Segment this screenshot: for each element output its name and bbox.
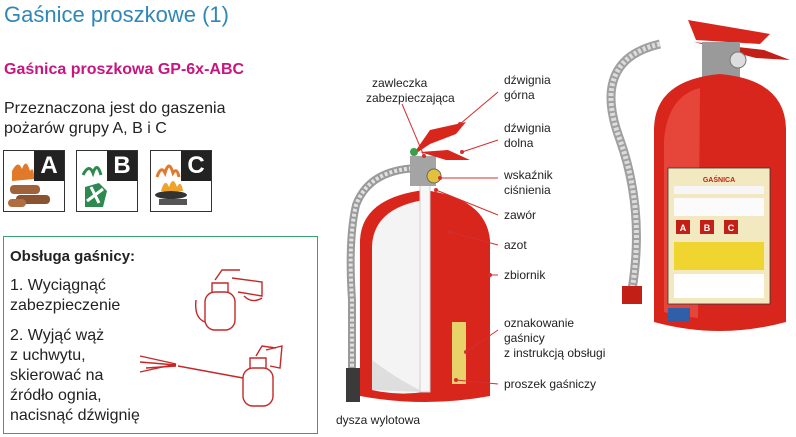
- page-title: Gaśnice proszkowe (1): [4, 2, 229, 27]
- label-line: wskaźnik: [504, 168, 553, 182]
- pull-pin-sketch-icon: [195, 269, 263, 331]
- operation-step-1: 1. Wyciągnąć zabezpieczenie: [10, 276, 190, 316]
- nozzle-part: [346, 368, 360, 402]
- pointer-dots: [422, 122, 492, 382]
- label-line: dolna: [504, 136, 534, 150]
- step-2-line: 2. Wyjąć wąż: [10, 327, 105, 344]
- step-2-line: źródło ognia,: [10, 387, 102, 404]
- label-powder: proszek gaśniczy: [504, 377, 597, 391]
- step-2-line: skierować na: [10, 367, 104, 384]
- photo-label-class-c: C: [728, 223, 735, 233]
- fire-class-c-letter: C: [181, 151, 211, 181]
- label-line: dźwignia: [504, 73, 551, 87]
- operation-title: Obsługa gaśnicy:: [10, 248, 136, 265]
- step-2-line: nacisnąć dźwignię: [10, 407, 140, 424]
- step-1-line: zabezpieczenie: [10, 297, 121, 314]
- photo-label-class-b: B: [704, 223, 711, 233]
- label-line: zawleczka: [372, 76, 428, 90]
- label-nitrogen: azot: [504, 238, 527, 252]
- label-line: ciśnienia: [504, 183, 551, 197]
- operation-box: [3, 236, 318, 434]
- photo-badge-icon: [668, 308, 690, 322]
- label-safety-pin: zawleczka zabezpieczająca: [366, 76, 455, 106]
- purpose-line-1: Przeznaczona jest do gaszenia: [4, 100, 226, 117]
- photo-label-title: GAŚNICA: [703, 175, 735, 184]
- burning-gas-icon: [155, 164, 187, 205]
- label-tank: zbiornik: [504, 268, 546, 282]
- fire-class-b-letter: B: [107, 151, 137, 181]
- photo-product-label: GAŚNICA A B C: [667, 167, 771, 305]
- burning-wood-icon: [8, 163, 50, 207]
- fire-class-a-letter: A: [34, 151, 64, 181]
- label-valve: zawór: [504, 208, 537, 222]
- fire-class-c: C: [150, 150, 212, 212]
- operation-step-2: 2. Wyjąć wąż z uchwytu, skierować na źró…: [10, 326, 190, 426]
- valve-head: [410, 122, 470, 186]
- label-nozzle: dysza wylotowa: [336, 413, 421, 427]
- purpose-text: Przeznaczona jest do gaszenia pożarów gr…: [4, 99, 244, 139]
- product-title: Gaśnica proszkowa GP-6x-ABC: [4, 61, 245, 78]
- label-marking: oznakowanie gaśnicy z instrukcją obsługi: [504, 316, 605, 361]
- hose: [346, 164, 423, 390]
- purpose-line-2: pożarów grupy A, B i C: [4, 120, 167, 137]
- label-line: górna: [504, 88, 535, 102]
- label-pointer-lines: [401, 91, 499, 385]
- photo-lever: [688, 20, 770, 44]
- spray-sketch-icon: [139, 345, 283, 407]
- label-line: zabezpieczająca: [366, 91, 455, 105]
- label-lower-lever: dźwignia dolna: [504, 121, 551, 151]
- label-line: gaśnicy: [504, 331, 545, 345]
- step-2-line: z uchwytu,: [10, 347, 86, 364]
- fire-class-b: B: [76, 150, 138, 212]
- label-upper-lever: dźwignia górna: [504, 73, 551, 103]
- label-line: z instrukcją obsługi: [504, 346, 606, 360]
- burning-liquid-icon: [81, 166, 107, 207]
- fire-class-a: A: [3, 150, 65, 212]
- photo-label-class-a: A: [680, 223, 687, 233]
- label-line: oznakowanie: [504, 316, 575, 330]
- label-pressure-gauge: wskaźnik ciśnienia: [504, 168, 553, 198]
- label-line: dźwignia: [504, 121, 551, 135]
- step-1-line: 1. Wyciągnąć: [10, 277, 106, 294]
